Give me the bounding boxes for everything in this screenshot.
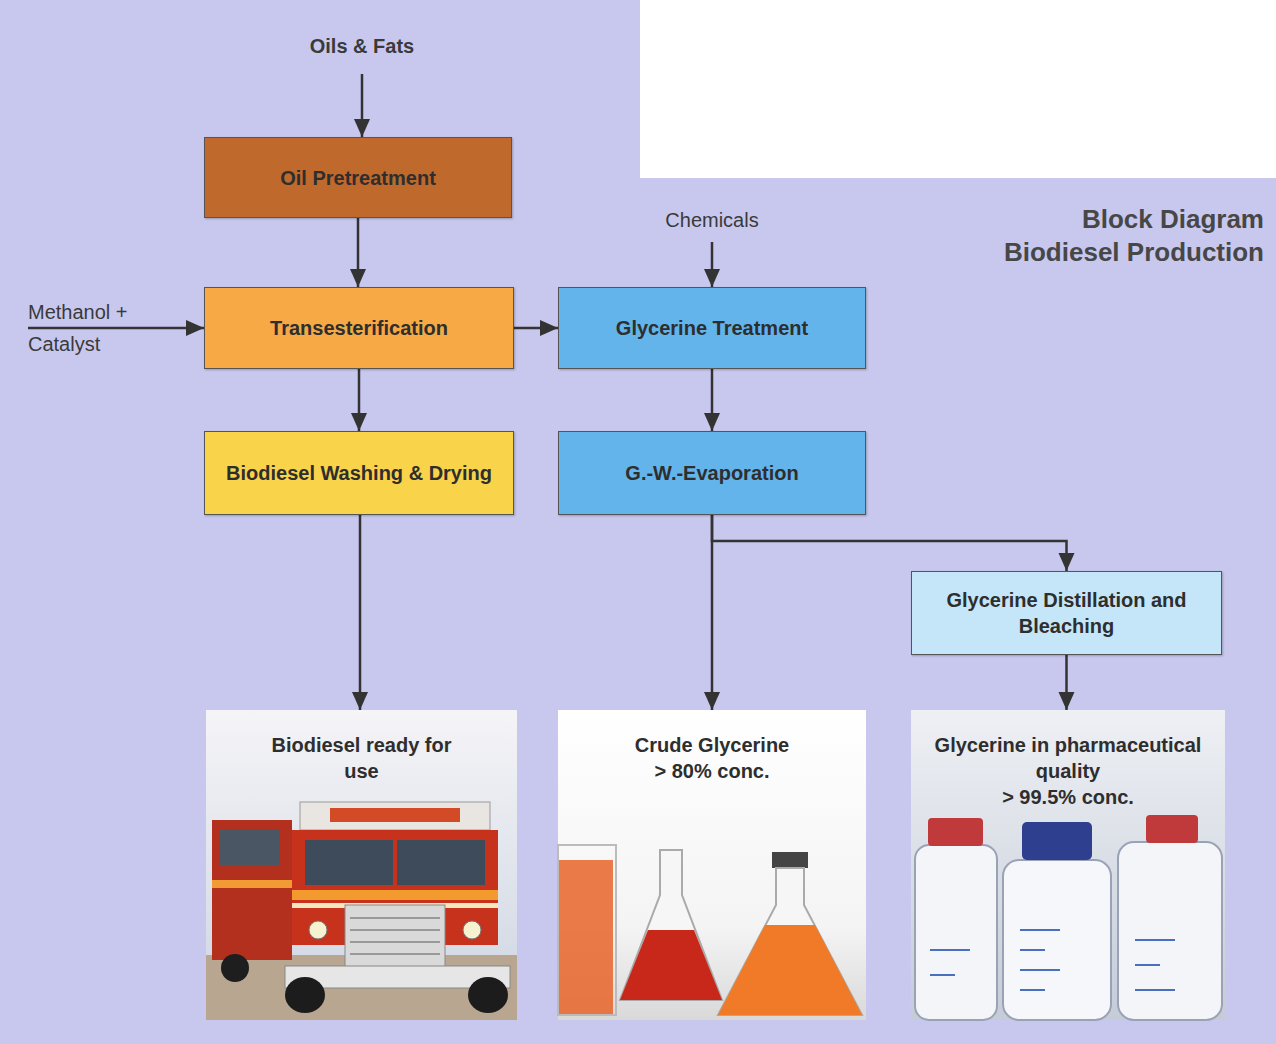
bottle-photo-part <box>928 818 983 846</box>
input-arrow <box>28 327 204 330</box>
truck-photo-part <box>350 941 440 943</box>
flask-photo-part <box>558 845 616 1015</box>
diagram-title: Block Diagram Biodiesel Production <box>974 203 1264 268</box>
truck-photo-part <box>212 820 292 960</box>
truck-photo-part <box>220 830 280 865</box>
truck-photo-part <box>345 905 445 967</box>
truck-photo-part <box>350 929 440 931</box>
box-label: Glycerine Treatment <box>616 315 808 341</box>
bottle-photo-part <box>1135 939 1175 941</box>
truck-photo-part <box>206 710 517 1020</box>
input-label: Methanol + Catalyst <box>28 296 188 360</box>
truck-photo <box>206 710 517 1020</box>
truck-photo-part <box>285 977 325 1013</box>
flask-photo-part <box>620 930 722 1000</box>
bottle-photo-part <box>1022 822 1092 860</box>
product-panel: Glycerine in pharmaceutical quality> 99.… <box>911 710 1225 1020</box>
product-panel: Crude Glycerine> 80% conc. <box>558 710 866 1020</box>
product-label: Glycerine in pharmaceutical quality <box>933 732 1203 784</box>
process-box: Biodiesel Washing & Drying <box>204 431 514 515</box>
bottle-photo <box>911 710 1225 1020</box>
flow-arrow <box>514 327 558 330</box>
bottle-photo-part <box>1003 860 1111 1020</box>
truck-photo-part <box>292 890 498 900</box>
flow-arrow <box>712 515 1067 571</box>
bottle-photo-part <box>1020 929 1060 931</box>
product-label: Crude Glycerine <box>635 732 790 758</box>
flask-photo-part <box>718 925 862 1015</box>
product-label: > 99.5% conc. <box>1002 784 1134 810</box>
bottle-photo-part <box>1020 989 1045 991</box>
process-box: Glycerine Distillation and Bleaching <box>911 571 1222 655</box>
bottle-photo-part <box>930 974 955 976</box>
flask-photo-part <box>558 710 866 1020</box>
truck-photo-part <box>300 802 490 830</box>
bottle-photo-part <box>1020 949 1045 951</box>
flask-photo-part <box>772 852 808 868</box>
product-label: > 80% conc. <box>654 758 769 784</box>
bottle-photo-part <box>1135 989 1175 991</box>
product-panel: Biodiesel ready for use <box>206 710 517 1020</box>
truck-photo-part <box>330 808 460 822</box>
truck-photo-part <box>350 953 440 955</box>
box-label: Glycerine Distillation and Bleaching <box>924 587 1209 639</box>
truck-photo-part <box>212 880 292 888</box>
flask-photo-part <box>620 850 722 1000</box>
truck-photo-part <box>393 840 397 885</box>
flow-arrow <box>711 515 714 710</box>
box-label: Biodiesel Washing & Drying <box>226 460 492 486</box>
box-label: G.-W.-Evaporation <box>625 460 798 486</box>
flow-arrow <box>711 369 714 431</box>
box-label: Transesterification <box>270 315 448 341</box>
bottle-photo-part <box>1135 964 1160 966</box>
process-box: G.-W.-Evaporation <box>558 431 866 515</box>
bottle-photo-part <box>930 949 970 951</box>
flow-arrow <box>1065 655 1068 710</box>
truck-photo-part <box>309 921 327 939</box>
flow-arrow <box>358 369 361 431</box>
truck-photo-part <box>468 977 508 1013</box>
truck-photo-part <box>221 954 249 982</box>
product-label: Biodiesel ready for use <box>267 732 457 784</box>
bottle-photo-part <box>1118 842 1222 1020</box>
truck-photo-part <box>305 840 485 885</box>
flask-photo-part <box>718 868 862 1015</box>
process-box: Glycerine Treatment <box>558 287 866 369</box>
bottle-photo-part <box>1146 815 1198 843</box>
flow-arrow <box>357 218 360 287</box>
process-box: Oil Pretreatment <box>204 137 512 218</box>
input-arrow <box>361 74 364 137</box>
bottle-photo-part <box>915 845 997 1020</box>
white-corner <box>640 0 1276 178</box>
bottle-photo-part <box>1020 969 1060 971</box>
flask-photo <box>558 710 866 1020</box>
input-arrow <box>711 242 714 287</box>
input-label: Oils & Fats <box>262 33 462 59</box>
truck-photo-part <box>463 921 481 939</box>
bottle-photo-part <box>911 710 1225 1020</box>
flask-photo-part <box>558 860 613 1015</box>
box-label: Oil Pretreatment <box>280 165 436 191</box>
truck-photo-part <box>350 917 440 919</box>
flow-arrow <box>359 515 362 710</box>
process-box: Transesterification <box>204 287 514 369</box>
input-label: Chemicals <box>612 207 812 233</box>
